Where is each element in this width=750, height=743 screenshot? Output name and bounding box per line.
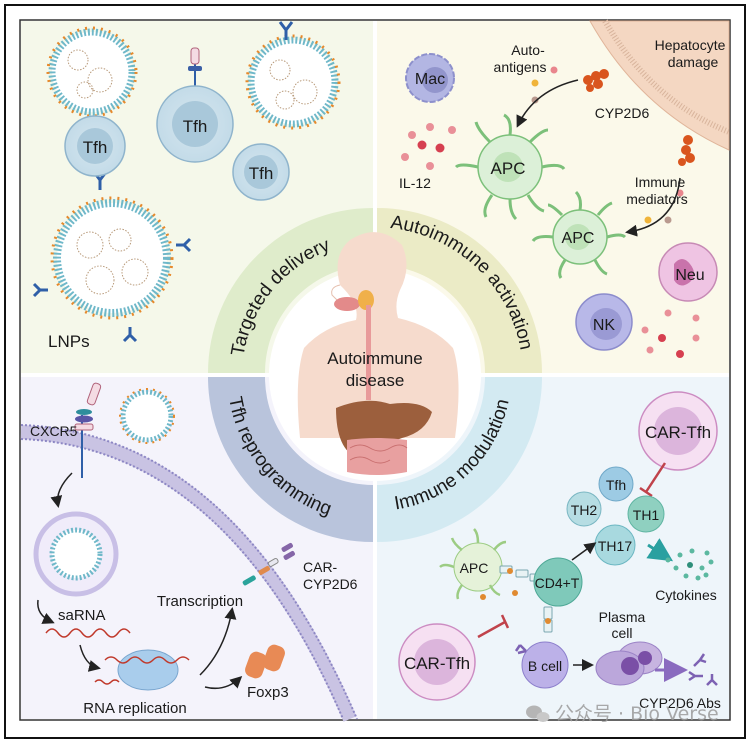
cytokine-dots (665, 548, 714, 581)
car-cyp2d6-label: CAR- (303, 559, 338, 575)
apc-label: APC (491, 159, 526, 178)
inhibition-icon (477, 614, 510, 639)
tfh-label: Tfh (249, 164, 274, 183)
neutrophil-cell: Neu (658, 242, 718, 302)
il12-cytokines (401, 123, 456, 170)
plasma-cell-label: Plasma (599, 609, 646, 625)
antibody-icon (688, 653, 718, 686)
apc-label: APC (562, 230, 595, 247)
cxcr5-receptor (74, 382, 102, 478)
car-tfh-cell: CAR-Tfh (398, 623, 476, 701)
watermark: 公众号 · Bio Verse (526, 703, 719, 725)
sarna-strand (45, 628, 131, 638)
th17-label: TH17 (598, 538, 632, 554)
inhibition-icon (639, 462, 667, 498)
th1-cell: TH1 (627, 495, 665, 533)
watermark-text: 公众号 · Bio Verse (555, 703, 719, 725)
endosome (33, 511, 119, 597)
lnp-particle (245, 34, 341, 130)
lnps-label: LNPs (48, 332, 90, 351)
apc-cell: APC (454, 113, 566, 221)
tfh-label: Tfh (183, 117, 208, 136)
sarna-label: saRNA (58, 607, 106, 624)
center-title: Autoimmune (327, 349, 422, 368)
rna-replication-label: RNA replication (83, 700, 186, 717)
lnp-particle (119, 388, 175, 444)
ring-segment-tfh-reprogramming (208, 377, 373, 542)
th2-cell: TH2 (566, 491, 602, 527)
cytokine-dots (641, 309, 700, 358)
cyp2d6-abs-label: CYP2D6 Abs (639, 695, 721, 711)
th2-label: TH2 (571, 502, 598, 518)
b-cell-label: B cell (528, 658, 562, 674)
tfh-label: Tfh (83, 138, 108, 157)
il12-label: IL-12 (399, 175, 431, 191)
mac-label: Mac (415, 71, 445, 88)
th1-label: TH1 (633, 507, 660, 523)
hepatocyte-damage-label: damage (668, 54, 719, 70)
lnp-particle (46, 26, 138, 118)
neu-label: Neu (675, 267, 704, 284)
cyp2d6-label: CYP2D6 (595, 105, 650, 121)
th17-cell: TH17 (594, 524, 636, 566)
lnp-particle (50, 196, 174, 320)
nk-label: NK (593, 317, 616, 334)
tfh-label: Tfh (606, 477, 626, 493)
apc-cell: APC (531, 190, 627, 279)
tfh-cell: Tfh (64, 115, 126, 177)
cell-membrane (20, 425, 357, 722)
macrophage-cell: Mac (405, 53, 455, 103)
car-tfh-label: CAR-Tfh (404, 654, 470, 673)
center-title: disease (346, 371, 405, 390)
antibody-icon (32, 21, 294, 343)
auto-antigens-label: Auto- (511, 42, 545, 58)
transcription-label: Transcription (157, 593, 243, 610)
cytokines-label: Cytokines (655, 587, 716, 603)
car-tfh-label: CAR-Tfh (645, 423, 711, 442)
tfh-cell: Tfh (598, 466, 634, 502)
immune-mediators-label: Immune (635, 174, 686, 190)
car-cyp2d6-label: CYP2D6 (303, 576, 358, 592)
mhc-tcr-complex (499, 565, 541, 582)
nk-cell: NK (575, 293, 633, 351)
auto-antigens-label: antigens (494, 59, 547, 75)
car-tfh-cell: CAR-Tfh (638, 391, 718, 471)
cd4-t-cell: CD4+T (533, 557, 583, 607)
b-cell: B cell (514, 641, 569, 689)
car-receptor (242, 542, 295, 586)
apc-cell: APC (439, 528, 507, 600)
human-torso-illustration (297, 232, 459, 475)
cd4-t-label: CD4+T (535, 575, 580, 591)
foxp3-protein (245, 644, 285, 679)
tfh-cell: Tfh (232, 143, 290, 201)
plasma-cell-label: cell (611, 625, 632, 641)
foxp3-label: Foxp3 (247, 684, 289, 701)
cyp2d6-protein (583, 69, 695, 166)
cxcr5-label: CXCR5 (30, 423, 78, 439)
replicase-complex (94, 649, 190, 691)
ring-segment-targeted-delivery (208, 208, 373, 373)
ring-segment-immune-modulation (377, 377, 542, 542)
apc-label: APC (460, 560, 489, 576)
plasma-cell (595, 641, 663, 686)
tfh-cell: Tfh (156, 47, 234, 163)
hepatocyte-damage-label: Hepatocyte (655, 37, 726, 53)
ring-segment-autoimmune-activation (377, 208, 542, 373)
